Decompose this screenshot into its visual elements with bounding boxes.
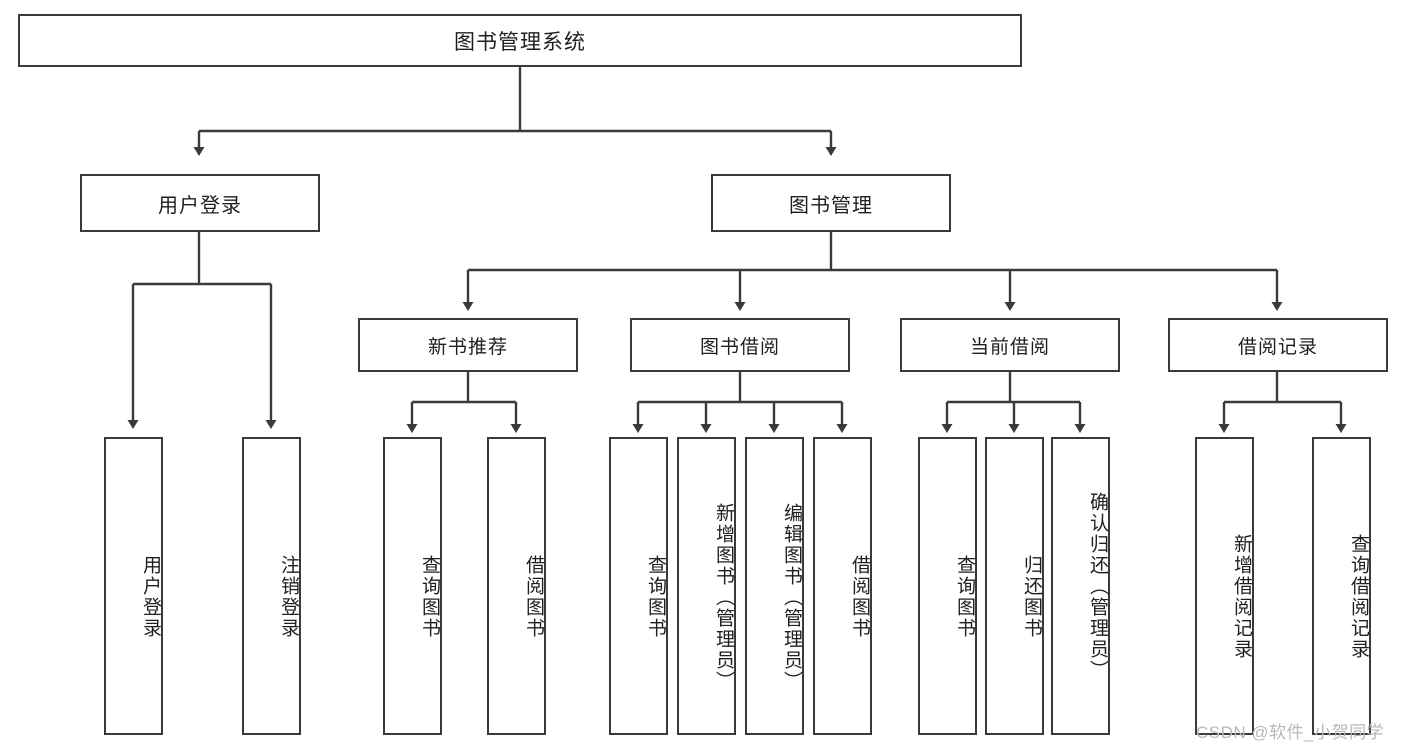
leaf-borrow-record-query[interactable]: 查询借阅记录 — [1312, 437, 1371, 735]
node-label: 编辑图书（管理员） — [781, 502, 802, 692]
node-label: 用户登录 — [140, 555, 161, 639]
node-label: 当前借阅 — [969, 336, 1050, 358]
node-book-management[interactable]: 图书管理 — [711, 174, 951, 232]
node-label: 借阅记录 — [1237, 336, 1318, 358]
leaf-book-borrow-query[interactable]: 查询图书 — [609, 437, 668, 735]
node-label: 新增借阅记录 — [1231, 534, 1252, 660]
leaf-current-borrow-return[interactable]: 归还图书 — [985, 437, 1044, 735]
node-borrow-record[interactable]: 借阅记录 — [1168, 318, 1388, 372]
node-book-borrow[interactable]: 图书借阅 — [630, 318, 850, 372]
node-label: 图书管理 — [789, 194, 873, 217]
node-new-book-recommend[interactable]: 新书推荐 — [358, 318, 578, 372]
leaf-new-book-query[interactable]: 查询图书 — [383, 437, 442, 735]
node-label: 查询图书 — [419, 555, 440, 639]
node-label: 注销登录 — [278, 555, 299, 639]
node-label: 新书推荐 — [427, 336, 508, 358]
leaf-new-book-borrow[interactable]: 借阅图书 — [487, 437, 546, 735]
leaf-book-borrow-add[interactable]: 新增图书（管理员） — [677, 437, 736, 735]
watermark-text: CSDN @软件_小贺同学 — [1196, 723, 1385, 742]
node-label: 图书借阅 — [699, 336, 780, 358]
csdn-watermark: CSDN @软件_小贺同学 — [1196, 718, 1384, 743]
leaf-borrow-record-add[interactable]: 新增借阅记录 — [1195, 437, 1254, 735]
node-label: 查询图书 — [954, 555, 975, 639]
leaf-book-borrow-edit[interactable]: 编辑图书（管理员） — [745, 437, 804, 735]
leaf-user-login-logout[interactable]: 注销登录 — [242, 437, 301, 735]
node-label: 归还图书 — [1021, 555, 1042, 639]
node-current-borrow[interactable]: 当前借阅 — [900, 318, 1120, 372]
node-label: 图书管理系统 — [454, 30, 586, 54]
node-user-login[interactable]: 用户登录 — [80, 174, 320, 232]
node-label: 用户登录 — [158, 194, 242, 217]
leaf-user-login-login[interactable]: 用户登录 — [104, 437, 163, 735]
node-label: 查询借阅记录 — [1348, 534, 1369, 660]
node-label: 新增图书（管理员） — [713, 502, 734, 692]
node-label: 查询图书 — [645, 555, 666, 639]
node-label: 借阅图书 — [523, 555, 544, 639]
node-label: 借阅图书 — [849, 555, 870, 639]
node-root-book-management-system[interactable]: 图书管理系统 — [18, 14, 1022, 67]
leaf-current-borrow-confirm-return[interactable]: 确认归还（管理员） — [1051, 437, 1110, 735]
leaf-book-borrow-borrow[interactable]: 借阅图书 — [813, 437, 872, 735]
node-label: 确认归还（管理员） — [1087, 491, 1108, 681]
leaf-current-borrow-query[interactable]: 查询图书 — [918, 437, 977, 735]
